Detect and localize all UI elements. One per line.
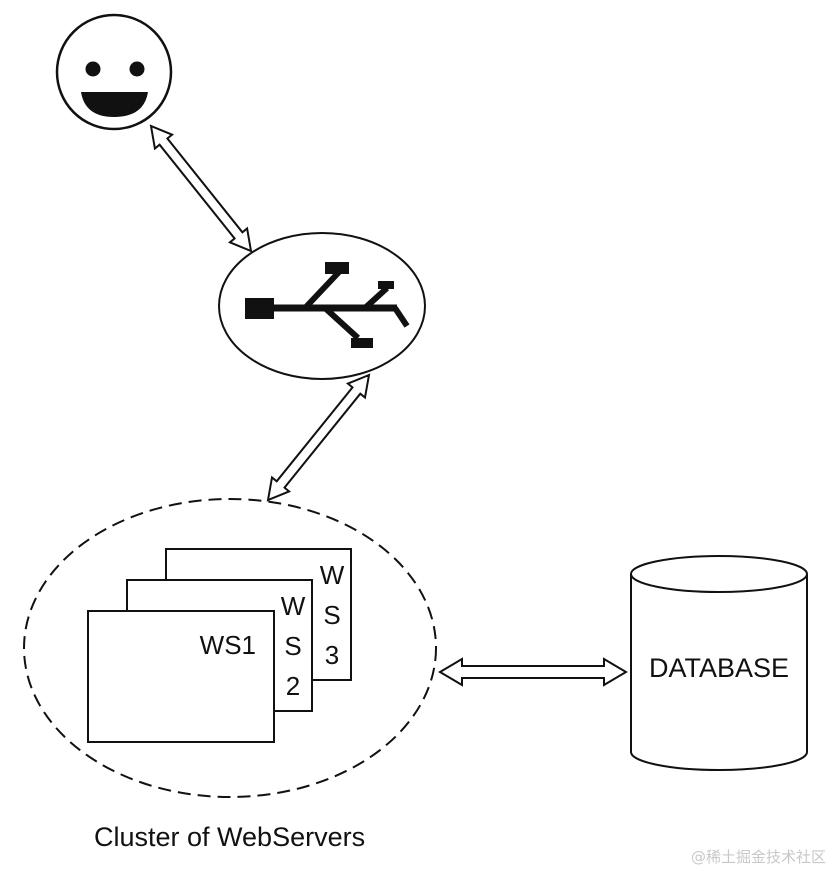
- router-node: [218, 232, 426, 380]
- ws1-label: WS1: [200, 630, 256, 660]
- smiley-left-eye: [85, 61, 101, 77]
- arrow-router-cluster: [266, 373, 371, 502]
- ws3-label-1: W: [320, 560, 345, 590]
- cluster-caption: Cluster of WebServers: [94, 822, 365, 852]
- database-label: DATABASE: [649, 653, 789, 683]
- smiley-right-eye: [129, 61, 145, 77]
- ws2-label-2: S: [284, 631, 301, 661]
- arrow-user-router: [149, 124, 253, 253]
- usb-branch-icon: [245, 262, 410, 348]
- server-ws1: WS1: [87, 610, 275, 743]
- database-cylinder-top: [630, 555, 808, 593]
- watermark: @稀土掘金技术社区: [691, 848, 826, 866]
- database-node: DATABASE: [630, 555, 808, 771]
- user-node: [55, 13, 173, 131]
- cluster-node: W S 3 W S 2 WS1: [23, 498, 437, 798]
- ws3-label-2: S: [323, 600, 340, 630]
- ws3-label-3: 3: [325, 640, 339, 670]
- ws2-label-3: 2: [286, 671, 300, 701]
- ws2-label-1: W: [281, 591, 306, 621]
- cluster-boundary: [23, 498, 437, 798]
- arrow-cluster-database: [438, 657, 628, 687]
- smiley-mouth: [81, 92, 148, 117]
- database-cylinder-body: [630, 574, 808, 771]
